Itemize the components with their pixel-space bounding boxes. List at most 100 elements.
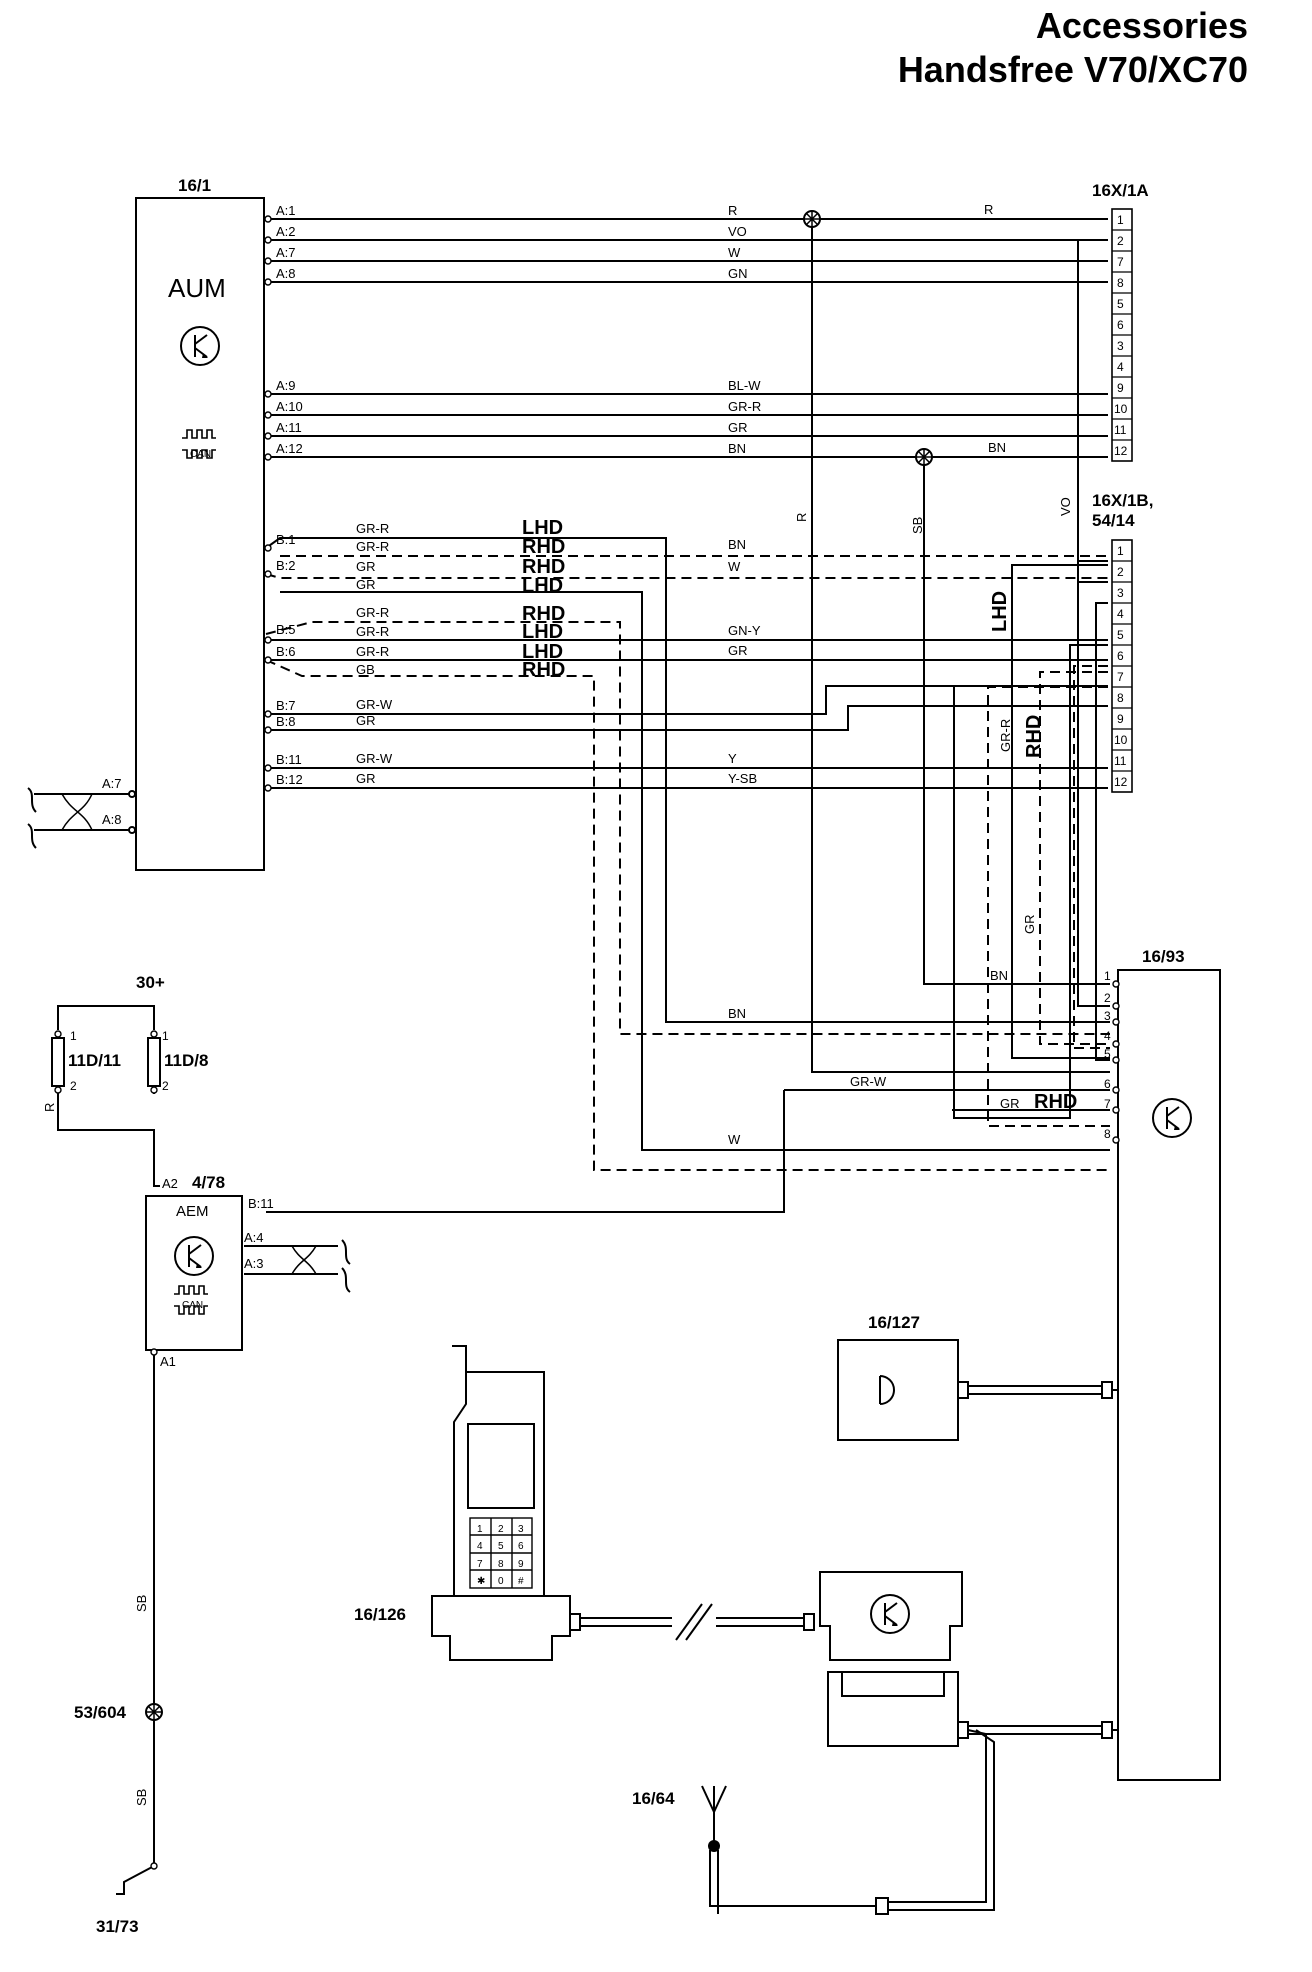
- aem-can-label: CAN: [182, 1300, 203, 1311]
- c1b-pin: 8: [1117, 691, 1124, 705]
- aum-a-pin-dots: [264, 215, 272, 461]
- antenna-ref: 16/64: [632, 1789, 675, 1808]
- wire-label: GR-R: [356, 521, 389, 536]
- pin-label: B:7: [276, 698, 296, 713]
- key: 5: [498, 1541, 504, 1552]
- key: 9: [518, 1559, 524, 1570]
- aum-b-pin-dots: [264, 544, 272, 792]
- wire-label: GR-R: [356, 539, 389, 554]
- c1a-ref: 16X/1A: [1092, 181, 1149, 200]
- right-b-wire-labels: BN W GN-Y GR Y Y-SB: [728, 537, 761, 786]
- wire-label: GR-W: [850, 1074, 887, 1089]
- pin-label: B:6: [276, 644, 296, 659]
- pin-label: A:8: [102, 812, 122, 827]
- key: ✱: [477, 1576, 485, 1587]
- wire-label: GR-R: [356, 605, 389, 620]
- pin-label: B:11: [276, 752, 302, 767]
- microphone: 16/127: [837, 1313, 1118, 1441]
- hf-pin: 6: [1104, 1077, 1111, 1091]
- fuse1-ref: 11D/11: [68, 1051, 121, 1070]
- c1a-pin: 5: [1117, 297, 1124, 311]
- key: 6: [518, 1541, 524, 1552]
- aem-transistor-icon: [174, 1236, 214, 1276]
- c1b-pin: 3: [1117, 586, 1124, 600]
- hf-pin: 7: [1104, 1097, 1111, 1111]
- wire-label: GN: [728, 266, 748, 281]
- splice-r-icon: [803, 210, 821, 228]
- key: #: [518, 1576, 524, 1587]
- wire-label: GB: [356, 662, 375, 677]
- wire-label: R: [42, 1103, 57, 1112]
- c1a-pin: 6: [1117, 318, 1124, 332]
- side-label: LHD: [989, 591, 1011, 632]
- wire-label: W: [728, 245, 741, 260]
- pin-label: A:10: [276, 399, 303, 414]
- hf-pin: 4: [1104, 1029, 1111, 1043]
- ground-path: [116, 1352, 155, 1895]
- fuse-pin: 2: [162, 1079, 169, 1093]
- splice-ref: 53/604: [74, 1703, 127, 1722]
- c1a-pin: 10: [1114, 402, 1128, 416]
- ground-ref: 31/73: [96, 1917, 139, 1936]
- aum-b-wire-labels: GR-R GR-R GR GR GR-R GR-R GR-R GB GR-W G…: [356, 521, 393, 786]
- c1a-pin: 3: [1117, 339, 1124, 353]
- connector-16x-1b: 16X/1B, 54/14 1 2 3 4 5 6 7 8 9 10 11 12: [1092, 491, 1153, 793]
- key: 7: [477, 1559, 483, 1570]
- pin-label: A2: [162, 1176, 178, 1191]
- c1b-pin: 1: [1117, 544, 1124, 558]
- connector-16x-1a: 16X/1A 1 2 7 8 5 6 3 4 9 10 11 12: [1092, 181, 1149, 462]
- c1b-pin: 9: [1117, 712, 1124, 726]
- handsfree-module: 16/93 1 2 3 4 5 6 7 8: [1104, 947, 1221, 1781]
- pin-label: A:12: [276, 441, 303, 456]
- aum-can-bus: [27, 787, 136, 849]
- wire-label: R: [794, 513, 809, 522]
- wire-label: GR: [728, 643, 748, 658]
- wire-label: W: [728, 1132, 741, 1147]
- wire-label: W: [728, 559, 741, 574]
- wire-label: GR-W: [356, 751, 393, 766]
- pin-label: A:7: [276, 245, 296, 260]
- pin-label: A1: [160, 1354, 176, 1369]
- pin-label: B:2: [276, 558, 296, 573]
- c1b-ref-2: 54/14: [1092, 511, 1135, 530]
- vertical-wires: [811, 227, 1110, 1073]
- side-label: RHD: [522, 536, 565, 558]
- wire-label: GR: [728, 420, 748, 435]
- pin-label: A:8: [276, 266, 296, 281]
- hf-pin: 3: [1104, 1009, 1111, 1023]
- side-label: RHD: [522, 603, 565, 625]
- aum-can-label: CAN: [190, 449, 211, 460]
- c1a-pin: 4: [1117, 360, 1124, 374]
- phone-cradle: [827, 1671, 959, 1747]
- pin-label: B:5: [276, 622, 296, 637]
- diagram-title: Accessories: [1035, 5, 1248, 46]
- aem-ref: 4/78: [192, 1173, 225, 1192]
- wire-label: GR: [1000, 1096, 1020, 1111]
- c1a-pin: 8: [1117, 276, 1124, 290]
- key: 8: [498, 1559, 504, 1570]
- pin-label: A:3: [244, 1256, 264, 1271]
- phone-holder: [431, 1595, 571, 1661]
- power-supply: 30+ 1 2 1 2 11D/11 11D/8 R: [42, 973, 208, 1187]
- hf-pin: 8: [1104, 1127, 1111, 1141]
- c1a-pin: 2: [1117, 234, 1124, 248]
- wire-label: VO: [1058, 497, 1073, 516]
- microphone-icon: [879, 1375, 895, 1405]
- wire-label: BN: [728, 441, 746, 456]
- aem-label: AEM: [176, 1203, 209, 1220]
- key: 4: [477, 1541, 483, 1552]
- fuse-pin: 2: [70, 1079, 77, 1093]
- wire-label: GR-R: [356, 624, 389, 639]
- hf-pin: 1: [1104, 969, 1111, 983]
- batt-ref: 30+: [136, 973, 165, 992]
- wire-label: BL-W: [728, 378, 761, 393]
- aum-a-pin-labels: A:1 A:2 A:7 A:8 A:9 A:10 A:11 A:12: [276, 203, 303, 456]
- wire-label: BN: [990, 968, 1008, 983]
- aum-transistor-icon: [180, 326, 220, 366]
- lhd-rhd-labels: LHD RHD RHD LHD RHD LHD LHD RHD: [522, 517, 565, 681]
- wire-label: R: [728, 203, 737, 218]
- key: 3: [518, 1524, 524, 1535]
- mic-ref: 16/127: [868, 1313, 920, 1332]
- aem-module: 4/78 AEM CAN A2 B:11 A:4 A:3 A1: [145, 1173, 351, 1369]
